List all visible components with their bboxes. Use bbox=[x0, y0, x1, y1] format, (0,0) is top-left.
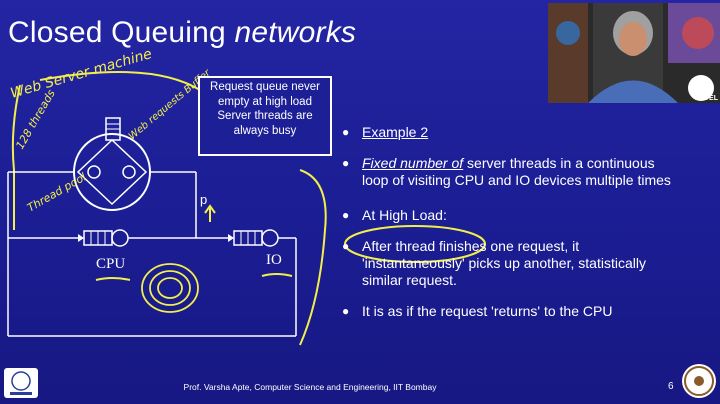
p-label: p bbox=[200, 192, 208, 207]
cpu-server bbox=[111, 229, 129, 247]
bullet-text: After thread finishes one request, it 'i… bbox=[362, 238, 646, 288]
page-number: 6 bbox=[668, 381, 674, 392]
bullet-item: ● Example 2 bbox=[342, 124, 672, 141]
bullet-dot: ● bbox=[342, 239, 350, 253]
cpu-label: CPU bbox=[96, 256, 126, 272]
iit-logo-icon bbox=[10, 371, 32, 395]
bullet-item: ● After thread finishes one request, it … bbox=[342, 238, 672, 289]
callout-box: Request queue never empty at high load S… bbox=[198, 76, 332, 156]
bullet-list: ● Example 2 ● Fixed number of server thr… bbox=[342, 124, 672, 334]
bullet-text: At High Load: bbox=[362, 207, 447, 223]
io-server bbox=[261, 229, 279, 247]
nptel-video-logo bbox=[688, 75, 714, 101]
slide-title: Closed Queuing networks bbox=[8, 16, 356, 50]
high-load-circle bbox=[344, 225, 486, 263]
bullet-text: server threads in a continuous loop of v… bbox=[362, 155, 671, 188]
title-italic: networks bbox=[234, 16, 357, 49]
bullet-item: ● Fixed number of server threads in a co… bbox=[342, 155, 672, 189]
annotation-web-server-machine: Web Server machine bbox=[9, 46, 154, 102]
bullet-text: Example 2 bbox=[362, 124, 429, 140]
server-circle bbox=[73, 133, 151, 211]
bullet-dot: ● bbox=[342, 125, 350, 139]
bullet-dot: ● bbox=[342, 156, 350, 170]
presenter-video-frame bbox=[548, 3, 720, 103]
thread-circle-1 bbox=[87, 165, 101, 179]
machine-boundary-right bbox=[299, 169, 327, 346]
bullet-dot: ● bbox=[342, 304, 350, 318]
bullet-lead: Fixed number of bbox=[362, 155, 464, 171]
bullet-dot: ● bbox=[342, 208, 350, 222]
bullet-text: It is as if the request 'returns' to the… bbox=[362, 303, 613, 319]
nptel-logo-icon bbox=[684, 366, 714, 396]
scribble-spiral bbox=[141, 263, 199, 313]
io-label: IO bbox=[266, 252, 282, 268]
nptel-video-text: NPTEL bbox=[695, 95, 718, 102]
presenter-video: NPTEL bbox=[548, 3, 720, 103]
thread-circle-2 bbox=[122, 165, 136, 179]
machine-boundary-left bbox=[11, 84, 21, 230]
server-diamond bbox=[76, 138, 148, 206]
bullet-item: ● It is as if the request 'returns' to t… bbox=[342, 303, 672, 320]
title-plain: Closed Queuing bbox=[8, 16, 235, 49]
bullet-item: ● At High Load: bbox=[342, 207, 672, 224]
iit-bombay-logo bbox=[4, 368, 38, 398]
slide-footer: Prof. Varsha Apte, Computer Science and … bbox=[183, 382, 437, 392]
nptel-logo bbox=[682, 364, 716, 398]
machine-boundary-top bbox=[39, 71, 201, 91]
